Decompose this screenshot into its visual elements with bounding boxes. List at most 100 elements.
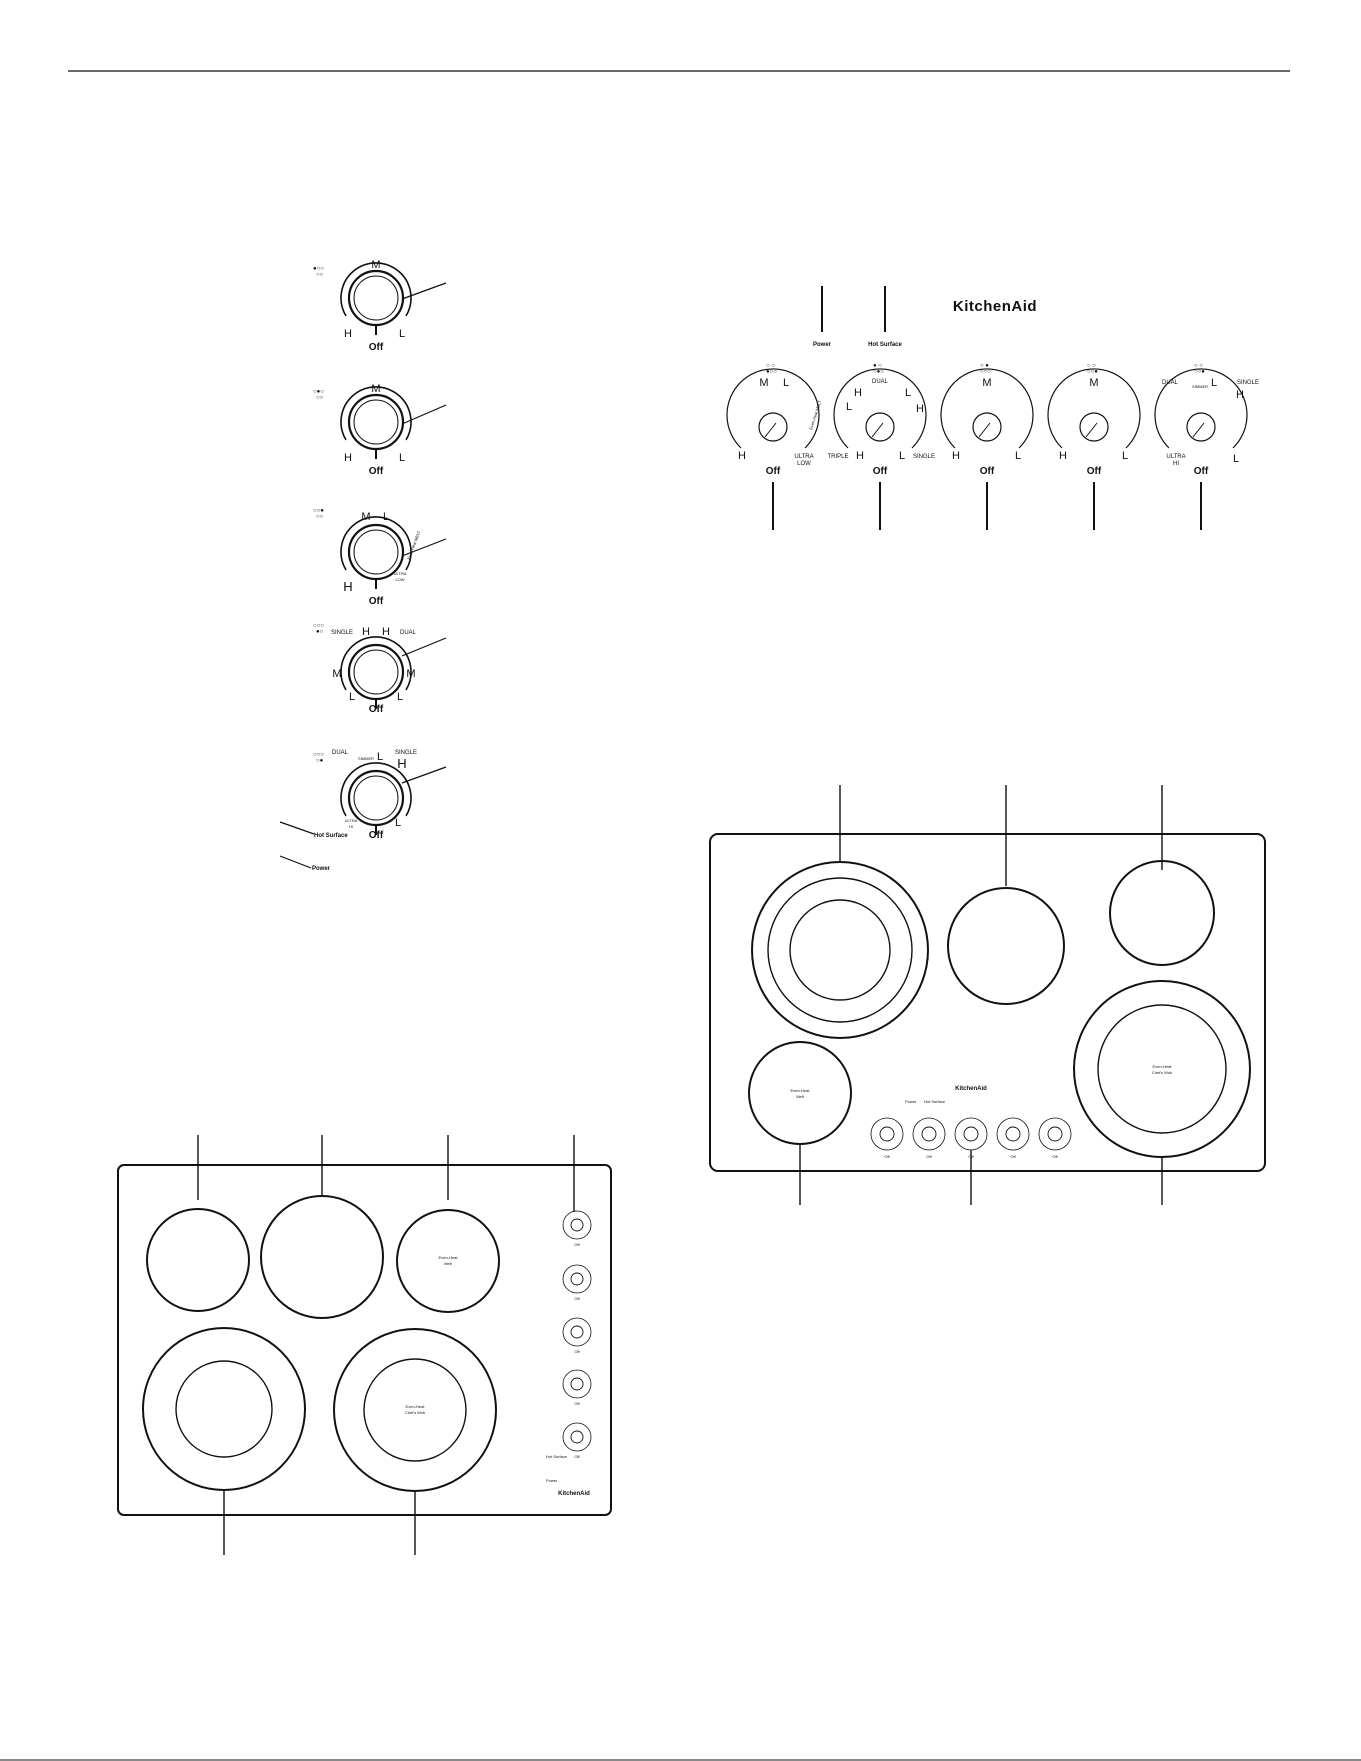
knob-label-h-right: H	[382, 626, 390, 638]
knob-label-dual: DUAL	[332, 750, 349, 756]
knob-label-l-left: L	[846, 401, 852, 413]
element-text-melt-2: Melt	[796, 1094, 804, 1099]
knob-dial[interactable]	[347, 393, 405, 451]
side-knob-off: Off	[574, 1242, 580, 1247]
dual-element-front-left	[142, 1327, 306, 1491]
horizontal-control-panel: Power Hot Surface KitchenAid ○ ○ ●○○ M L…	[726, 286, 1259, 530]
element-indicator-icon: ● ○	[873, 363, 882, 369]
knob-label-ultra-hi-1: ULTRA	[1166, 454, 1185, 460]
mini-brand-logo: KitchenAid	[955, 1086, 987, 1092]
hot-surface-callout	[279, 821, 315, 835]
knob-label-ultra-low-1: ULTRA	[394, 571, 407, 576]
knob-label-melt: Even-Heat MELT	[808, 399, 822, 430]
knob-label-h: H	[1059, 450, 1067, 462]
element-indicator-icon: ○○	[316, 395, 324, 401]
cooktop-outline	[709, 833, 1266, 1172]
knob-dial[interactable]	[347, 269, 405, 327]
left-knob-3: ○○● ○○ M L Even-Heat MELT H ULTRA LOW Of…	[313, 508, 447, 607]
knob-label-ultra-hi-1: ULTRA	[345, 818, 358, 823]
element-text-chef-1: Even-Heat	[1153, 1064, 1173, 1069]
mini-knob-2[interactable]: Off	[912, 1117, 946, 1159]
element-text-melt-1: Even-Heat	[439, 1255, 459, 1260]
cooktop-side-controls: Even-Heat Melt Even-Heat Chef's Wok Off …	[117, 1135, 612, 1555]
knob-dial[interactable]	[972, 412, 1002, 442]
mini-hot-surface-label: Hot Surface	[924, 1099, 946, 1104]
knob-dial[interactable]	[347, 643, 405, 701]
knob-label-l: L	[399, 328, 405, 340]
knob-label-m: M	[982, 377, 991, 389]
mini-knob-5[interactable]: Off	[1038, 1117, 1072, 1159]
element-indicator-icon: ●○○	[313, 266, 324, 272]
knob-label-l: L	[377, 751, 383, 763]
mini-control-panel: KitchenAid Power Hot Surface Off Off Off	[870, 1086, 1072, 1159]
panel-knob-3: ○ ● ○○○ M H L Off	[940, 363, 1034, 530]
knob-label-l: L	[383, 511, 389, 523]
knob-label-h: H	[344, 328, 352, 340]
left-knob-4: ○○○ ●○ SINGLE DUAL H H M M L L Off	[313, 623, 447, 715]
callout-line	[401, 538, 447, 557]
knob-label-l-right: L	[397, 691, 403, 703]
knob-label-h: H	[344, 452, 352, 464]
side-knob-3[interactable]: Off	[562, 1317, 592, 1354]
element-indicator-icon: ○ ○	[1194, 363, 1203, 369]
knob-label-m: M	[371, 259, 380, 271]
knob-label-h-left: H	[362, 626, 370, 638]
knob-label-simmer: SIMMER	[358, 756, 374, 761]
element-text-chef-2: Chef's Wok	[1152, 1070, 1172, 1075]
element-text-melt-1: Even-Heat	[791, 1088, 811, 1093]
element-indicator-icon: ○○	[316, 272, 324, 278]
panel-knob-2: ● ○ ○●○ DUAL H L L H TRIPLE H L SINGLE O…	[827, 363, 935, 530]
side-knob-5[interactable]: Off	[562, 1422, 592, 1459]
side-knob-off: Off	[574, 1296, 580, 1301]
panel-knob-1: ○ ○ ●○○ M L Even-Heat MELT H ULTRA LOW O…	[726, 363, 823, 530]
knob-label-single: SINGLE	[913, 454, 935, 460]
knob-label-m: M	[371, 383, 380, 395]
cooktop-5-element: Even-Heat Chef's Wok Even-Heat Melt Kitc…	[709, 785, 1266, 1205]
dual-element-front-right: Even-Heat Chef's Wok	[1073, 980, 1251, 1158]
callout-line	[401, 637, 447, 657]
mini-knob-1[interactable]: Off	[870, 1117, 904, 1159]
knob-label-dual: DUAL	[1162, 380, 1179, 386]
knob-label-l: L	[1122, 450, 1128, 462]
knob-dial[interactable]	[1186, 412, 1216, 442]
knob-label-off: Off	[369, 466, 384, 477]
knob-label-h: H	[1236, 389, 1244, 401]
side-knob-off: Off	[574, 1401, 580, 1406]
left-knob-2: ○●○ ○○ M H L Off	[313, 383, 447, 477]
side-knob-4[interactable]: Off	[562, 1369, 592, 1406]
left-knob-5: ○○○ ○● DUAL SIMMER L SINGLE H ULTRA HI L…	[313, 750, 447, 841]
knob-label-ultra-1: ULTRA	[794, 454, 813, 460]
knob-label-h-bottom: H	[856, 450, 864, 462]
knob-label-l: L	[399, 452, 405, 464]
knob-label-l: L	[1015, 450, 1021, 462]
side-knob-off: Off	[574, 1454, 580, 1459]
knob-label-l: L	[783, 377, 789, 389]
knob-dial[interactable]	[758, 412, 788, 442]
element-indicator-icon: ○●○	[873, 369, 884, 375]
callout-line	[401, 404, 447, 425]
knob-label-m: M	[759, 377, 768, 389]
left-knob-stack: ●○○ ○○ M H L Off ○●○ ○○ M H L Off	[279, 259, 447, 872]
mini-power-label: Power	[905, 1099, 917, 1104]
knob-label-l-top: L	[1211, 377, 1217, 389]
side-knob-2[interactable]: Off	[562, 1264, 592, 1301]
side-knob-1[interactable]: Off	[562, 1210, 592, 1247]
knob-label-melt: Even-Heat MELT	[406, 530, 421, 561]
mini-knob-off: Off	[1010, 1154, 1016, 1159]
mini-knob-4[interactable]: Off	[996, 1117, 1030, 1159]
knob-dial[interactable]	[1079, 412, 1109, 442]
panel-knob-4: ○ ○ ○○● M H L Off	[1047, 363, 1141, 530]
element-indicator-icon: ●○○	[766, 369, 777, 375]
element-indicator-icon: ○ ○	[1087, 363, 1096, 369]
mini-knob-off: Off	[1052, 1154, 1058, 1159]
power-label: Power	[813, 342, 832, 348]
knob-label-off: Off	[369, 342, 384, 353]
side-hot-surface-label: Hot Surface	[546, 1454, 568, 1459]
element-indicator-icon: ○●	[316, 758, 324, 764]
power-callout	[279, 855, 312, 869]
knob-label-ultra-2: LOW	[797, 461, 811, 467]
knob-label-dual: DUAL	[400, 630, 417, 636]
knob-label-h-top: H	[854, 387, 862, 399]
knob-dial[interactable]	[865, 412, 895, 442]
knob-label-ultra-hi-2: HI	[349, 824, 353, 829]
